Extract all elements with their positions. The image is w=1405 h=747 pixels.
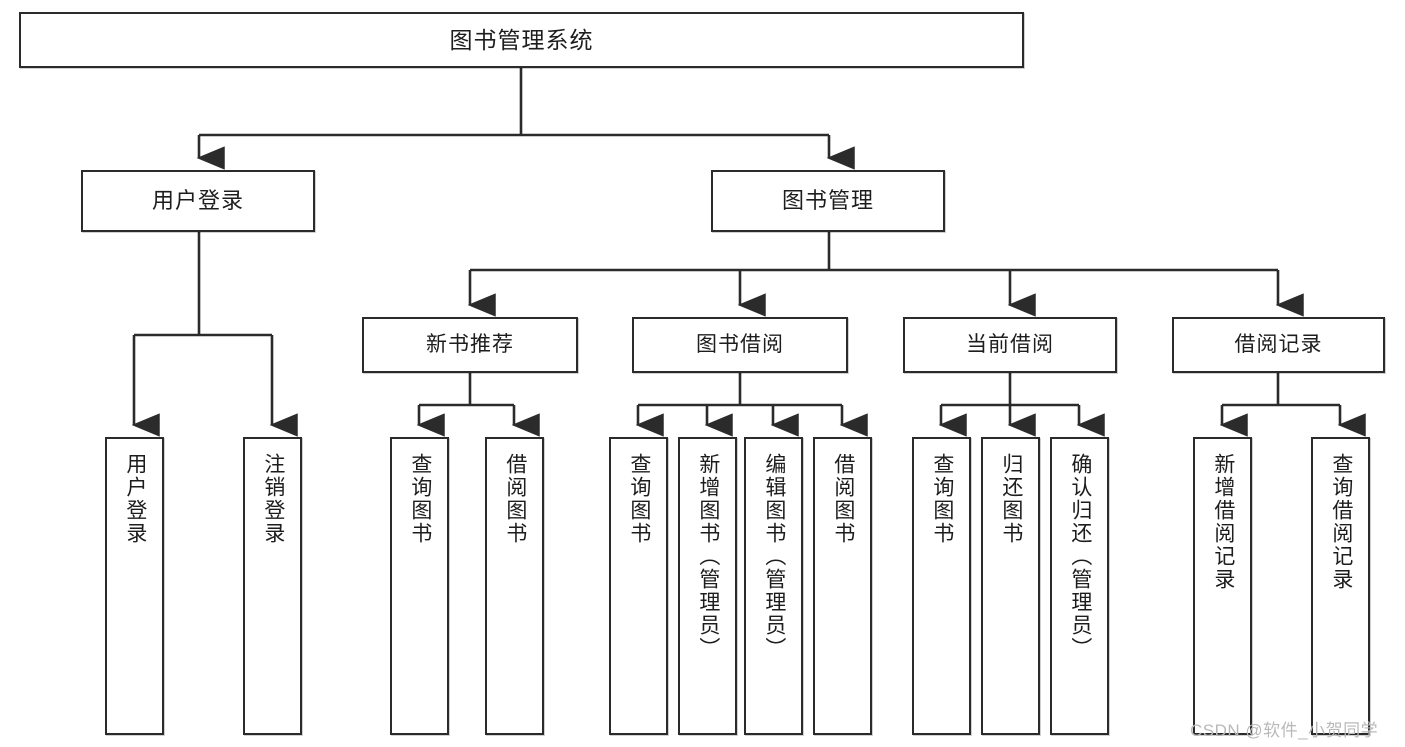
node-label: 查询借阅记录 [1329, 453, 1353, 591]
leaf-borrow-book[interactable]: 借阅图书 [813, 437, 872, 735]
leaf-confirm-return-admin[interactable]: 确认归还（管理员） [1050, 437, 1109, 735]
node-label: 借阅记录 [1234, 332, 1323, 356]
node-user-login[interactable]: 用户登录 [81, 170, 315, 232]
node-label: 查询图书 [408, 453, 432, 545]
node-label: 确认归还（管理员） [1068, 453, 1092, 660]
node-label: 新增图书（管理员） [696, 453, 720, 660]
node-label: 编辑图书（管理员） [762, 453, 786, 660]
leaf-query-book-borrow[interactable]: 查询图书 [609, 437, 668, 735]
node-book-management[interactable]: 图书管理 [711, 170, 945, 232]
node-book-management-system[interactable]: 图书管理系统 [19, 12, 1024, 68]
node-current-borrow[interactable]: 当前借阅 [903, 317, 1117, 373]
node-label: 归还图书 [999, 453, 1023, 545]
node-label: 借阅图书 [831, 453, 855, 545]
node-label: 注销登录 [261, 453, 285, 545]
node-label: 借阅图书 [503, 453, 527, 545]
watermark-text: CSDN @软件_小贺同学 [1190, 721, 1379, 740]
leaf-logout-login[interactable]: 注销登录 [243, 437, 302, 735]
node-borrow-record[interactable]: 借阅记录 [1172, 317, 1385, 373]
leaf-query-book-recommend[interactable]: 查询图书 [390, 437, 449, 735]
node-label: 图书借阅 [696, 332, 784, 356]
node-label: 新增借阅记录 [1211, 453, 1235, 591]
node-label: 查询图书 [930, 453, 954, 545]
node-label: 用户登录 [123, 453, 147, 545]
leaf-query-borrow-record[interactable]: 查询借阅记录 [1311, 437, 1370, 735]
leaf-add-borrow-record[interactable]: 新增借阅记录 [1193, 437, 1252, 735]
node-label: 查询图书 [627, 453, 651, 545]
leaf-query-book-current[interactable]: 查询图书 [912, 437, 971, 735]
leaf-add-book-admin[interactable]: 新增图书（管理员） [678, 437, 737, 735]
node-label: 用户登录 [151, 188, 244, 214]
leaf-return-book[interactable]: 归还图书 [981, 437, 1040, 735]
node-label: 图书管理系统 [449, 26, 594, 53]
node-book-borrow[interactable]: 图书借阅 [632, 317, 848, 373]
node-new-book-recommend[interactable]: 新书推荐 [362, 317, 578, 373]
node-label: 新书推荐 [426, 332, 514, 356]
leaf-borrow-book-recommend[interactable]: 借阅图书 [485, 437, 544, 735]
leaf-user-login[interactable]: 用户登录 [105, 437, 164, 735]
leaf-edit-book-admin[interactable]: 编辑图书（管理员） [744, 437, 803, 735]
node-label: 图书管理 [781, 188, 874, 214]
node-label: 当前借阅 [966, 332, 1054, 356]
